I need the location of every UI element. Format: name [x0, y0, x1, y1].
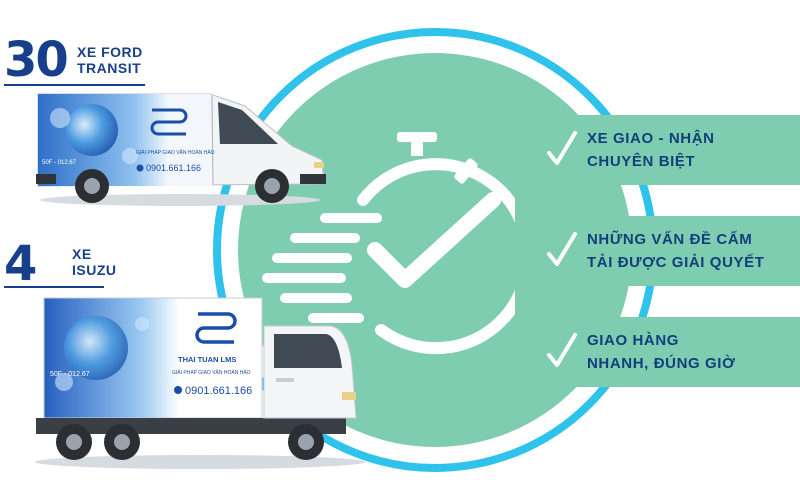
van-slogan: GIẢI PHÁP GIAO VẬN HOÀN HẢO [136, 149, 215, 156]
feature-text: XE GIAO - NHẬN CHUYÊN BIỆT [587, 130, 715, 170]
ford-label: XE FORD TRANSIT [77, 44, 143, 76]
ford-count: 30 [4, 32, 69, 88]
feature-pill-fast-delivery: GIAO HÀNG NHANH, ĐÚNG GIỜ [538, 317, 800, 387]
isuzu-truck: THAI TUAN LMS GIẢI PHÁP GIAO VẬN HOÀN HẢ… [35, 297, 365, 469]
stopwatch-check-icon [262, 132, 515, 355]
isuzu-underline [4, 286, 104, 288]
truck-slogan: GIẢI PHÁP GIAO VẬN HOÀN HẢO [172, 369, 251, 376]
van-plate: 50F - 012.67 [42, 160, 77, 166]
truck-company: THAI TUAN LMS [178, 355, 236, 364]
truck-phone: 0901.661.166 [185, 385, 252, 397]
isuzu-count: 4 [4, 236, 37, 292]
check-icon [547, 232, 577, 266]
feature-pill-load-restriction: NHỮNG VẤN ĐỀ CẤM TẢI ĐƯỢC GIẢI QUYẾT [538, 216, 800, 286]
feature-text: NHỮNG VẤN ĐỀ CẤM TẢI ĐƯỢC GIẢI QUYẾT [587, 231, 765, 271]
ford-transit-van: GIẢI PHÁP GIAO VẬN HOÀN HẢO 0901.661.166… [36, 93, 326, 206]
van-phone: 0901.661.166 [146, 163, 201, 173]
feature-pill-dedicated-delivery: XE GIAO - NHẬN CHUYÊN BIỆT [538, 115, 800, 185]
check-icon [547, 131, 577, 165]
ford-underline [4, 84, 145, 86]
feature-text: GIAO HÀNG NHANH, ĐÚNG GIỜ [587, 332, 736, 372]
isuzu-label: XE ISUZU [72, 246, 117, 278]
check-icon [547, 333, 577, 367]
truck-plate: 50F - 012.67 [50, 371, 90, 378]
